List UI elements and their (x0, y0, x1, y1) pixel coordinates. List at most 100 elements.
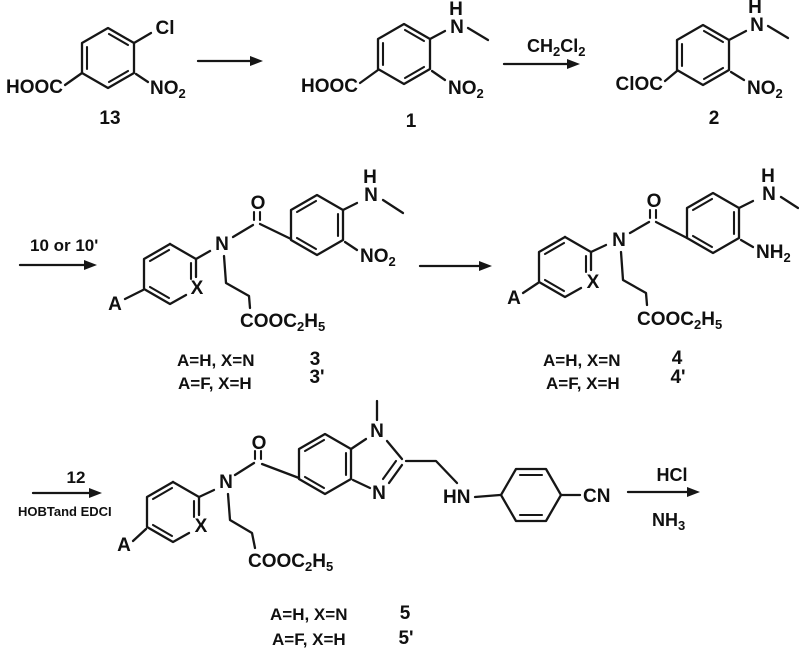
label-ester: COOC2H5 (637, 309, 722, 332)
imidazole-bond (351, 478, 372, 490)
compound-number-5: 5 (400, 603, 411, 624)
label-n3: N (372, 483, 386, 504)
variant-line-2: A=F, X=H (272, 630, 346, 649)
cocl-bond (663, 69, 679, 83)
arrow-step-4 (418, 261, 492, 271)
arrow-step-5: 12 HOBTand EDCI (18, 468, 112, 519)
label-hn: HN (443, 487, 470, 508)
label-amide-n: N (612, 230, 626, 251)
label-h: H (363, 167, 377, 188)
label-hooc: HOOC (301, 76, 358, 97)
compound-number-13: 13 (99, 108, 120, 129)
hn-aryl-bond (473, 493, 502, 499)
label-no2: NO2 (747, 78, 783, 101)
cl-bond (132, 31, 153, 45)
compound-13: Cl HOOC NO2 13 (6, 18, 186, 129)
label-n: N (364, 185, 378, 206)
label-amide-n: N (219, 472, 233, 493)
arrowhead (89, 488, 102, 498)
ring-n-bond (197, 488, 216, 499)
label-n1: N (370, 421, 384, 442)
arrow-step-3: 10 or 10' (18, 236, 98, 270)
imidazole-bond (349, 437, 368, 451)
label-cloc: ClOC (616, 74, 664, 95)
n-carbonyl-bond (231, 223, 255, 239)
ring-n-bond (194, 249, 212, 261)
arrowhead (567, 59, 580, 69)
label-n: N (450, 17, 464, 38)
reagent-10-or-10p: 10 or 10' (30, 236, 98, 255)
label-ester: COOC2H5 (248, 551, 333, 574)
label-no2: NO2 (360, 246, 396, 269)
n-carbonyl-bond (628, 220, 651, 235)
compound-number-3p: 3' (309, 367, 324, 388)
nitroaryl-ring (289, 193, 345, 257)
propanoate-chain (222, 254, 252, 310)
label-no2: NO2 (448, 78, 484, 101)
a-ring (168, 242, 198, 279)
label-hooc: HOOC (6, 77, 63, 98)
variant-line-1: A=H, X=N (270, 605, 347, 624)
label-amide-n: N (215, 234, 229, 255)
cyanophenyl-ring (499, 467, 563, 523)
label-h: H (449, 0, 463, 20)
variant-line-2: A=F, X=H (546, 374, 620, 393)
arrowhead (687, 487, 700, 497)
label-x: X (587, 272, 600, 293)
benzene-ring (675, 23, 731, 87)
label-n: N (750, 15, 764, 36)
cooh-bond (63, 71, 84, 87)
compound-2: ClOC NO2 H N 2 (616, 0, 790, 129)
label-cl: Cl (156, 18, 175, 39)
no2-bond (134, 72, 150, 84)
label-o: O (251, 193, 266, 214)
label-o: O (252, 433, 267, 454)
reagent-hobt-edci: HOBTand EDCI (18, 504, 112, 519)
no2-bond (729, 70, 746, 82)
compound-5: X A N COOC2H5 O N N HN CN A=H, X=N 5 A=F… (117, 399, 610, 649)
label-a: A (117, 535, 131, 556)
compound-number-1: 1 (406, 111, 417, 132)
a-bond (123, 288, 145, 301)
benzene-ring (80, 26, 136, 90)
n-methyl-bond (766, 24, 790, 40)
n-bond (727, 29, 748, 42)
label-o: O (647, 191, 662, 212)
label-cn: CN (583, 486, 610, 507)
variant-line-2: A=F, X=H (178, 374, 252, 393)
a-ring (171, 480, 201, 517)
arrow-step-2: CH2Cl2 (502, 36, 585, 69)
aminoaryl-ring (685, 191, 741, 255)
n-methyl-bond (779, 195, 799, 210)
variant-line-1: A=H, X=N (177, 351, 254, 370)
imidazole-bond (385, 439, 404, 461)
label-no2: NO2 (150, 78, 186, 101)
label-ester: COOC2H5 (240, 311, 325, 334)
compound-1: HOOC NO2 H N 1 (301, 0, 490, 132)
a-bond (131, 527, 148, 543)
n-bond (737, 199, 755, 210)
arrowhead (84, 260, 97, 270)
label-n: N (762, 184, 776, 205)
label-x: X (191, 278, 204, 299)
n-carbonyl-bond (233, 461, 256, 477)
arrowhead (250, 56, 263, 66)
variant-line-1: A=H, X=N (543, 351, 620, 370)
label-nh2: NH2 (756, 242, 791, 265)
benzene-ring (376, 22, 432, 86)
c2-n3-double-bond (387, 463, 404, 485)
compound-number-5p: 5' (398, 628, 413, 649)
n-methyl-bond (381, 198, 405, 215)
reagent-ch2cl2: CH2Cl2 (527, 36, 585, 59)
reagent-hcl: HCl (657, 465, 688, 485)
reagent-12: 12 (67, 468, 86, 487)
compound-number-4: 4 (672, 348, 683, 369)
label-h: H (748, 0, 762, 18)
carbonyl-aryl-bond (258, 222, 293, 241)
label-a: A (108, 294, 122, 315)
arrow-step-1 (196, 56, 263, 66)
arrowhead (479, 261, 492, 271)
no2-bond (430, 69, 447, 82)
